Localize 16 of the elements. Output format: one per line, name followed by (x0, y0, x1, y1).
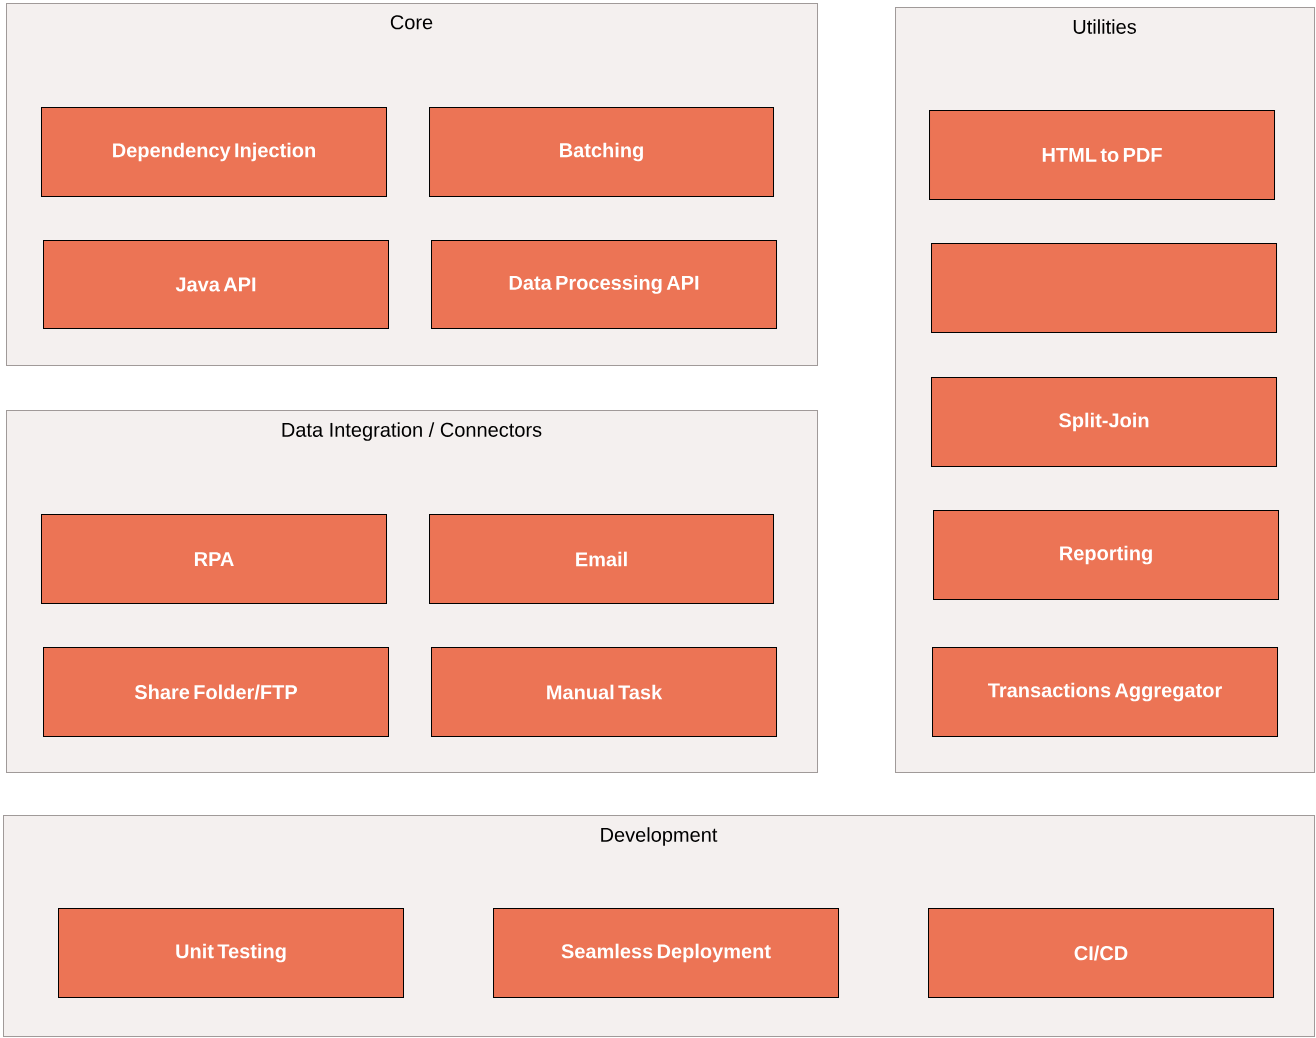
component-box: Java API (43, 240, 389, 329)
component-box: Split-Join (931, 377, 1277, 467)
component-box: Data Processing API (431, 240, 777, 329)
component-box: RPA (41, 514, 387, 604)
component-box: Reporting (933, 510, 1279, 600)
component-box: CI/CD (928, 908, 1274, 998)
component-box: Share Folder/FTP (43, 647, 389, 737)
component-box: Transactions Aggregator (932, 647, 1278, 737)
component-box: HTML to PDF (929, 110, 1275, 200)
component-box (931, 243, 1277, 333)
component-box: Batching (429, 107, 774, 197)
component-box: Unit Testing (58, 908, 404, 998)
component-box: Manual Task (431, 647, 777, 737)
component-box: Dependency Injection (41, 107, 387, 197)
component-box: Email (429, 514, 774, 604)
component-box: Seamless Deployment (493, 908, 839, 998)
